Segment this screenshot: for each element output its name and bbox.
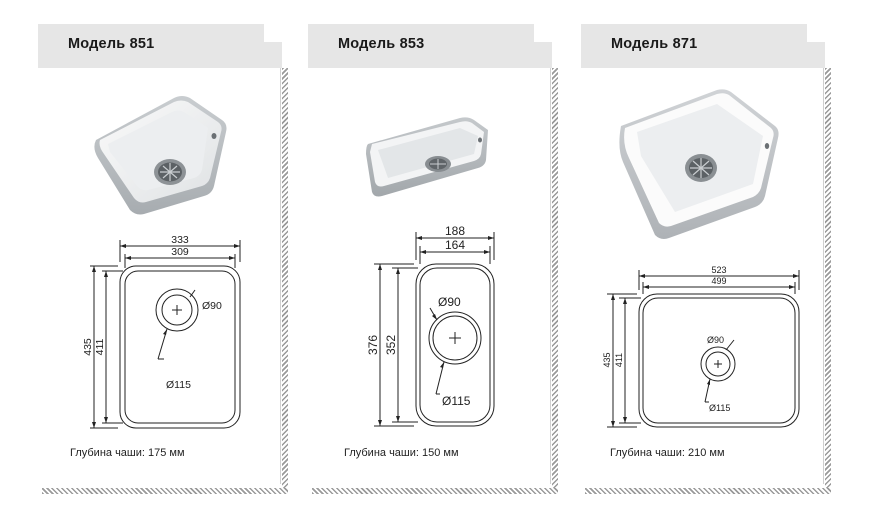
dim-inner-height: 411	[94, 338, 106, 355]
card-shadow-bottom	[42, 488, 288, 494]
dim-inner-height: 352	[384, 335, 398, 355]
dim-outer-height: 376	[366, 335, 380, 355]
drain-small-label: Ø90	[707, 335, 724, 345]
dim-inner-width: 499	[711, 276, 726, 286]
card-title: Модель 851	[68, 36, 155, 52]
drain-small-label: Ø90	[202, 300, 222, 312]
drain-large-label: Ø115	[166, 379, 191, 391]
dim-outer-width: 523	[711, 265, 726, 275]
header-tab-notch	[264, 24, 288, 42]
card-border	[550, 68, 551, 484]
header-tab-notch	[807, 24, 831, 42]
drain-large-label: Ø115	[709, 403, 730, 413]
product-card-851: Модель 851	[38, 24, 288, 494]
dim-outer-height: 435	[82, 338, 94, 356]
sink-drawing: 188 164 376 352 Ø90 Ø115	[366, 224, 495, 427]
dim-outer-height: 435	[602, 352, 612, 367]
card-shadow-right	[825, 68, 831, 492]
sink-photo	[619, 89, 779, 239]
product-card-871: Модель 871	[581, 24, 831, 494]
dim-outer-width: 333	[171, 234, 189, 246]
bowl-depth: Глубина чаши: 210 мм	[610, 447, 725, 459]
drain-small-label: Ø90	[438, 295, 461, 309]
sink-photo	[366, 117, 488, 197]
bowl-depth: Глубина чаши: 150 мм	[344, 447, 459, 459]
card-border	[280, 68, 281, 484]
card-shadow-bottom	[312, 488, 558, 494]
product-card-853: Модель 853	[308, 24, 558, 494]
sink-drawing: 523 499 435 411 Ø90 Ø115	[602, 265, 800, 428]
card-shadow-bottom	[585, 488, 831, 494]
sink-photo	[94, 96, 227, 215]
drain-large-label: Ø115	[442, 394, 471, 408]
sink-drawing: 333 309 435 411 Ø90 Ø115	[82, 234, 241, 429]
card-header	[581, 24, 825, 68]
card-header	[38, 24, 282, 68]
card-header	[308, 24, 552, 68]
card-border	[823, 68, 824, 484]
card-shadow-right	[552, 68, 558, 492]
card-shadow-right	[282, 68, 288, 492]
dim-inner-height: 411	[614, 353, 624, 367]
bowl-depth: Глубина чаши: 175 мм	[70, 447, 185, 459]
dim-inner-width: 309	[171, 246, 189, 258]
dim-outer-width: 188	[445, 224, 465, 238]
dim-inner-width: 164	[445, 238, 465, 252]
card-title: Модель 853	[338, 36, 425, 52]
header-tab-notch	[534, 24, 558, 42]
card-title: Модель 871	[611, 36, 698, 52]
